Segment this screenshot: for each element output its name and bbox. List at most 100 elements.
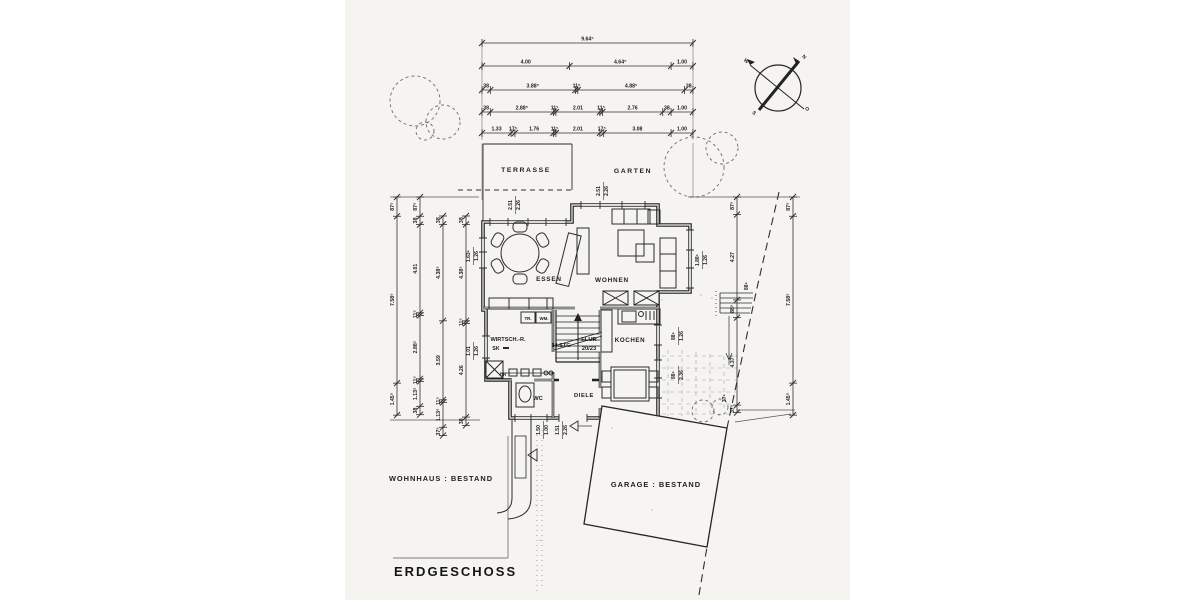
area-label-wohnhaus-bestand: WOHNHAUS : BESTAND [389, 474, 493, 483]
dim-label: 7.58⁵ [786, 293, 792, 306]
window-dim-label: 1.63⁵ [466, 249, 472, 262]
window-dim-label: 1.26 [679, 331, 685, 341]
dim-label: 2.01 [573, 127, 583, 133]
tree-icon [663, 136, 725, 198]
dim-label: 87⁵ [390, 202, 396, 211]
dim-label: 4.38⁵ [436, 266, 442, 279]
dim-label: 38 [483, 106, 489, 112]
dim-label-steps: 88⁵ [744, 281, 750, 290]
dim-label: 1.33 [491, 127, 501, 133]
trees [389, 75, 739, 423]
label-dr: DR [500, 372, 507, 377]
room-label-wc: WC [533, 396, 543, 402]
window-dim-label: 2.26 [516, 200, 522, 210]
dim-label: 4.00 [521, 60, 531, 66]
dim-label: 38 [413, 217, 419, 223]
dim-label: 1.00 [677, 127, 687, 133]
dim-label: 87⁵ [413, 202, 419, 211]
dim-label: 11⁵ [413, 310, 419, 318]
area-label-terrasse: TERRASSE [501, 167, 551, 174]
dim-label: 3.59 [436, 355, 442, 365]
exterior-steps [715, 291, 753, 365]
property-boundary-line [698, 191, 780, 596]
dim-label: 4.27 [730, 252, 736, 262]
sofa-group [611, 208, 677, 289]
dim-label: 2.76 [628, 106, 638, 112]
tree-icon [425, 104, 461, 140]
dim-label: 4.26 [459, 365, 465, 375]
dim-label: 11⁵ [597, 106, 605, 112]
room-label-flur: FLUR [581, 337, 597, 343]
dim-label: 37⁵ [730, 404, 736, 413]
label-wm: WM. [539, 316, 548, 321]
dim-label: 11⁵ [436, 397, 442, 405]
compass-n-label: N [800, 54, 807, 61]
dim-label: 1.13⁵ [413, 387, 419, 400]
window-dim-label: 1.01 [466, 346, 472, 356]
staircase [553, 310, 603, 363]
dim-label: 38 [664, 106, 670, 112]
stair-ratio-label: 20/23 [582, 346, 597, 352]
dim-label: 17⁵ [509, 127, 518, 133]
scan-noise [535, 289, 721, 541]
fireplace [555, 227, 590, 288]
tree-icon [711, 398, 729, 416]
area-label-garage-bestand: GARAGE : BESTAND [611, 480, 701, 489]
furniture [488, 208, 677, 408]
window-dim-label: 1.50 [536, 425, 542, 435]
dining-chairs [490, 221, 550, 285]
window-dim-label: 1.88⁵ [695, 253, 701, 266]
dim-label: 37⁵ [436, 427, 442, 436]
dim-label: 11⁵ [459, 318, 465, 326]
compass-s-label: S [750, 110, 757, 117]
room-label-wirtschaftsraum: WIRTSCH.-R. [490, 337, 526, 343]
dim-label: 2.01 [573, 106, 583, 112]
compass-w-label: W [742, 57, 750, 65]
dim-label: 3.08 [632, 127, 642, 133]
kitchen-table [601, 366, 659, 402]
dim-label: 11⁵ [551, 127, 559, 133]
dim-label: 1.76 [529, 127, 539, 133]
window-dim-label: 88⁵ [671, 331, 677, 340]
dim-label: 4.01 [413, 264, 419, 274]
dim-label: 38 [413, 408, 419, 414]
window-dim-label: 1.26 [474, 251, 480, 261]
dim-label: 3.88⁵ [527, 84, 540, 90]
dim-label: 1.00 [677, 60, 687, 66]
chimney-symbols [485, 290, 660, 379]
dim-label: 38 [459, 418, 465, 424]
kitchen-counter [600, 308, 661, 353]
room-label-wohnen: WOHNEN [595, 277, 629, 284]
terrasse-outline [458, 143, 573, 222]
dim-label: 87⁵ [730, 201, 736, 210]
dim-label: 1.45⁵ [786, 392, 792, 405]
dim-label: 4.38⁵ [459, 266, 465, 279]
window-dim-label: 2.26 [604, 186, 610, 196]
dim-label: 87⁵ [786, 202, 792, 211]
dim-label: 7.58⁵ [390, 293, 396, 306]
dim-label: 11⁵ [551, 106, 559, 112]
dim-label: 2.88⁵ [413, 340, 419, 353]
garage [583, 405, 728, 548]
dim-label: 17⁵ [598, 127, 607, 133]
entry-walkway [496, 420, 592, 595]
area-label-garten: GARTEN [614, 168, 652, 175]
wc-fixtures [515, 382, 535, 408]
pavement-grid [662, 350, 742, 416]
dim-label: 4.88⁵ [625, 84, 638, 90]
window-dim-label: 2.51 [596, 186, 602, 196]
tree-icon [705, 131, 739, 165]
drawing-title: ERDGESCHOSS [394, 564, 518, 579]
window-dim-label: 1.26 [474, 346, 480, 356]
stair-count-label: 14.STG [551, 343, 570, 349]
window-dim-label: 1.00 [544, 425, 550, 435]
dim-label: 11⁵ [573, 84, 581, 90]
label-tr: TR. [524, 316, 531, 321]
window-dim-label: 37⁵ [722, 393, 728, 402]
window-dim-label: 2.51 [508, 200, 514, 210]
tree-icon [389, 75, 441, 127]
dim-label: 4.64⁵ [614, 60, 627, 66]
sideboard [488, 297, 554, 310]
room-label-diele: DIELE [574, 393, 594, 399]
